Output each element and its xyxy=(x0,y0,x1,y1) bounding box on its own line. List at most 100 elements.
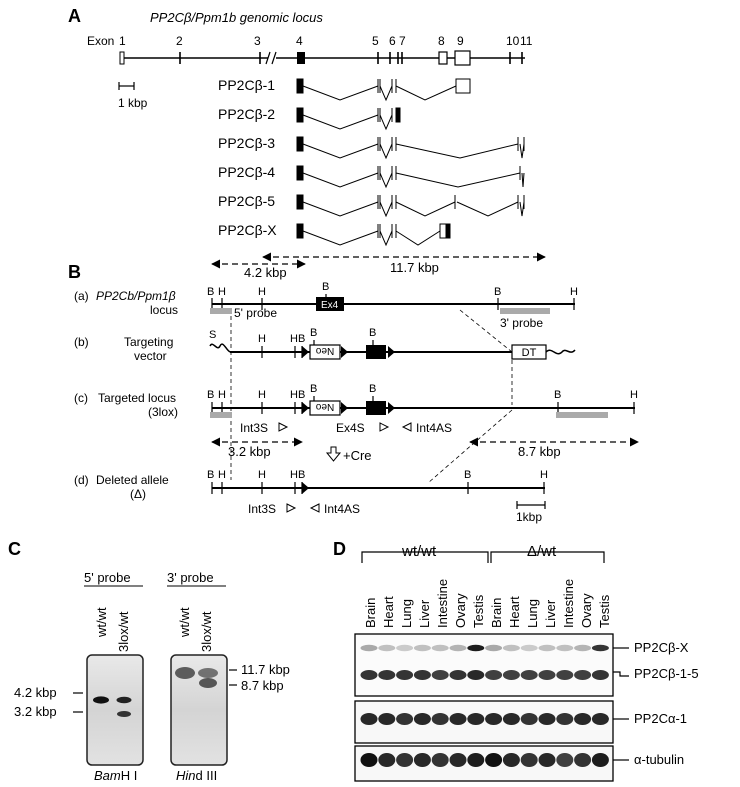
band-pp2cb-x-lane-12 xyxy=(556,644,574,652)
cre-label: +Cre xyxy=(343,448,372,463)
enzyme-hindiii-rest: d III xyxy=(196,768,218,783)
exon-label-9: 9 xyxy=(457,34,464,48)
panel-a-scale-label: 1 kbp xyxy=(118,96,148,110)
band-pp2cb-x-lane-1 xyxy=(360,644,378,652)
dist-4-2: 4.2 kbp xyxy=(244,265,287,280)
site-d-h4: H xyxy=(540,469,548,481)
band-pp2ca-lane-14 xyxy=(591,713,609,725)
band-pp2cb-x-lane-6 xyxy=(449,644,467,652)
vector-backbone-right xyxy=(545,349,576,355)
dt-box xyxy=(511,344,547,360)
size-label-8-7: 8.7 kbp xyxy=(241,678,284,693)
site-b-s: S xyxy=(209,329,216,341)
southern-blot-left xyxy=(86,654,144,766)
band-3lox-8-7 xyxy=(199,678,217,688)
band-pp2ca-lane-9 xyxy=(502,713,520,725)
site-b-b2: B xyxy=(310,327,317,339)
band-tubulin-lane-11 xyxy=(538,753,556,767)
enzyme-bamhi-rest: H I xyxy=(121,768,138,783)
tissue-label-brain-del: Brain xyxy=(489,598,504,628)
band-pp2ca-lane-3 xyxy=(396,713,414,725)
site-b-b1: B xyxy=(298,333,305,345)
band-3lox-11-7 xyxy=(198,668,218,678)
band-pp2ca-lane-2 xyxy=(378,713,396,725)
size-label-11-7: 11.7 kbp xyxy=(241,662,290,677)
exon-label-3: 3 xyxy=(254,34,261,48)
tissue-labels-left: Brain Heart Lung Liver Intestine Ovary T… xyxy=(363,579,486,628)
three-probe-bar-a xyxy=(500,308,550,314)
tissue-label-heart-wt: Heart xyxy=(381,596,396,628)
loxp-c1 xyxy=(302,402,309,414)
sites-c xyxy=(211,396,635,414)
size-label-3-2: 3.2 kbp xyxy=(14,704,57,719)
band-tubulin-lane-13 xyxy=(574,753,592,767)
panel-b-letter: B xyxy=(68,262,81,282)
exon4-block-c xyxy=(366,401,386,415)
band-pp2cb-x-lane-8 xyxy=(485,644,503,652)
band-3lox-3-2 xyxy=(117,711,131,717)
band-label-pp2cb-1-5: PP2Cβ-1-5 xyxy=(634,666,699,681)
site-d-h2: H xyxy=(258,469,266,481)
row-d-sub: (Δ) xyxy=(130,487,146,501)
lane-label-right-3lox: 3lox/wt xyxy=(199,611,214,652)
probe-label-left: 5' probe xyxy=(84,570,131,585)
exon4-box xyxy=(297,52,305,64)
exon-label-4: 4 xyxy=(296,34,303,48)
panel-d: D wt/wt Δ/wt Brain Heart Lung Liver Inte… xyxy=(333,539,699,782)
site-b-h2: H xyxy=(290,333,298,345)
site-c-h4: H xyxy=(630,389,638,401)
isoform-label-4: PP2Cβ-4 xyxy=(218,164,275,180)
band-label-pp2ca: PP2Cα-1 xyxy=(634,711,687,726)
site-c-b2: B xyxy=(298,389,305,401)
panel-c-letter: C xyxy=(8,539,21,559)
band-pp2cb-1-5-lane-12 xyxy=(556,670,574,680)
distance-arrows-top xyxy=(211,252,546,269)
loxp-d xyxy=(302,482,309,494)
western-bands xyxy=(360,644,609,767)
band-pp2cb-1-5-lane-11 xyxy=(538,670,556,680)
tissue-label-ovary-del: Ovary xyxy=(579,593,594,628)
tissue-label-testis-wt: Testis xyxy=(471,594,486,628)
enzyme-hindiii-italic: Hin xyxy=(176,768,196,783)
loxp-b1 xyxy=(302,346,309,358)
band-pp2cb-x-lane-10 xyxy=(520,644,538,652)
group-bracket-right xyxy=(490,551,605,563)
site-c-b4: B xyxy=(369,383,376,395)
exon-label-6: 6 xyxy=(389,34,396,48)
exon4-label-a: Ex4 xyxy=(321,300,339,311)
genomic-locus-line xyxy=(124,51,525,65)
int4as-arrow-d xyxy=(309,503,320,513)
exon4-block-a xyxy=(316,297,344,311)
tissue-label-brain-wt: Brain xyxy=(363,598,378,628)
band-pp2cb-1-5-lane-13 xyxy=(574,670,592,680)
band-pp2cb-x-lane-14 xyxy=(591,644,609,652)
band-pp2cb-x-lane-9 xyxy=(502,644,520,652)
site-b-b3: B xyxy=(369,327,376,339)
tissue-label-lung-wt: Lung xyxy=(399,599,414,628)
exon9-box xyxy=(454,50,471,66)
primer-int3s-d: Int3S xyxy=(248,502,276,516)
site-b-h1: H xyxy=(258,333,266,345)
exon-label-7: 7 xyxy=(399,34,406,48)
group-label-delta: Δ/wt xyxy=(527,543,557,560)
row-d-label: (d) xyxy=(74,473,89,487)
site-c-b1: B xyxy=(207,389,214,401)
loxp-b3 xyxy=(388,346,395,358)
row-b-sub: vector xyxy=(134,349,167,363)
isoform-label-5: PP2Cβ-5 xyxy=(218,193,275,209)
dist-11-7: 11.7 kbp xyxy=(390,260,439,275)
band-pp2cb-1-5-lane-5 xyxy=(431,670,449,680)
band-tubulin-lane-4 xyxy=(413,753,431,767)
band-pp2cb-x-lane-13 xyxy=(574,644,592,652)
tissue-label-intestine-del: Intestine xyxy=(561,579,576,628)
band-tick-pp2cb-1-5 xyxy=(613,671,629,677)
row-c-label: (c) xyxy=(74,391,88,405)
site-a-b1: B xyxy=(207,286,214,298)
panel-a-letter: A xyxy=(68,6,81,26)
band-pp2ca-lane-10 xyxy=(520,713,538,725)
site-a-h1: H xyxy=(218,286,226,298)
band-pp2ca-lane-8 xyxy=(485,713,503,725)
isoform-label-3: PP2Cβ-3 xyxy=(218,135,275,151)
exon4-block-b xyxy=(366,345,386,359)
